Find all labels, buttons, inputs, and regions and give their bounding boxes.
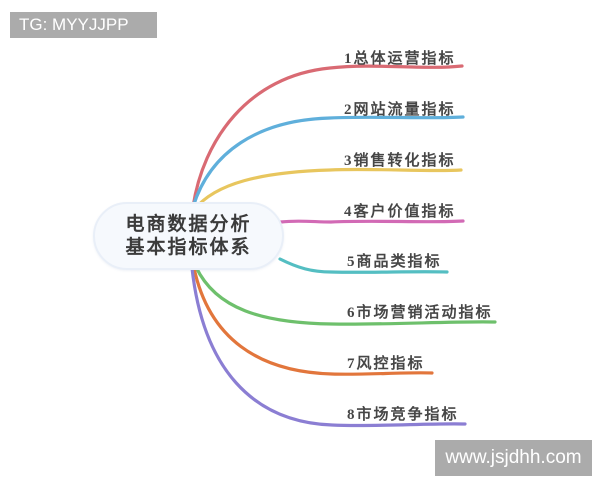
branch-curve-2 <box>191 115 465 209</box>
central-topic-line1: 电商数据分析 <box>125 214 252 235</box>
branch-label-8[interactable]: 8市场竞争指标 <box>347 407 459 423</box>
central-topic-line2: 基本指标体系 <box>125 237 252 258</box>
watermark-top-left: TG: MYYJJPP <box>10 12 157 38</box>
watermark-bottom-right: www.jsjdhh.com <box>435 440 592 476</box>
branch-label-7[interactable]: 7风控指标 <box>347 356 425 372</box>
branch-label-1[interactable]: 1总体运营指标 <box>344 51 456 67</box>
branch-curve-7 <box>192 266 434 376</box>
branch-curve-8 <box>190 266 467 428</box>
branch-curve-6 <box>194 265 497 326</box>
branch-label-6[interactable]: 6市场营销活动指标 <box>347 305 493 321</box>
branch-curve-4 <box>279 219 465 224</box>
central-topic-node[interactable]: 电商数据分析 基本指标体系 <box>93 202 284 270</box>
branch-curve-1 <box>191 64 464 209</box>
branch-curve-5 <box>278 257 449 274</box>
branch-curve-3 <box>192 167 463 212</box>
branch-label-2[interactable]: 2网站流量指标 <box>344 102 456 118</box>
branch-label-4[interactable]: 4客户价值指标 <box>344 204 456 220</box>
branch-label-3[interactable]: 3销售转化指标 <box>344 153 456 169</box>
branch-label-5[interactable]: 5商品类指标 <box>347 254 442 270</box>
